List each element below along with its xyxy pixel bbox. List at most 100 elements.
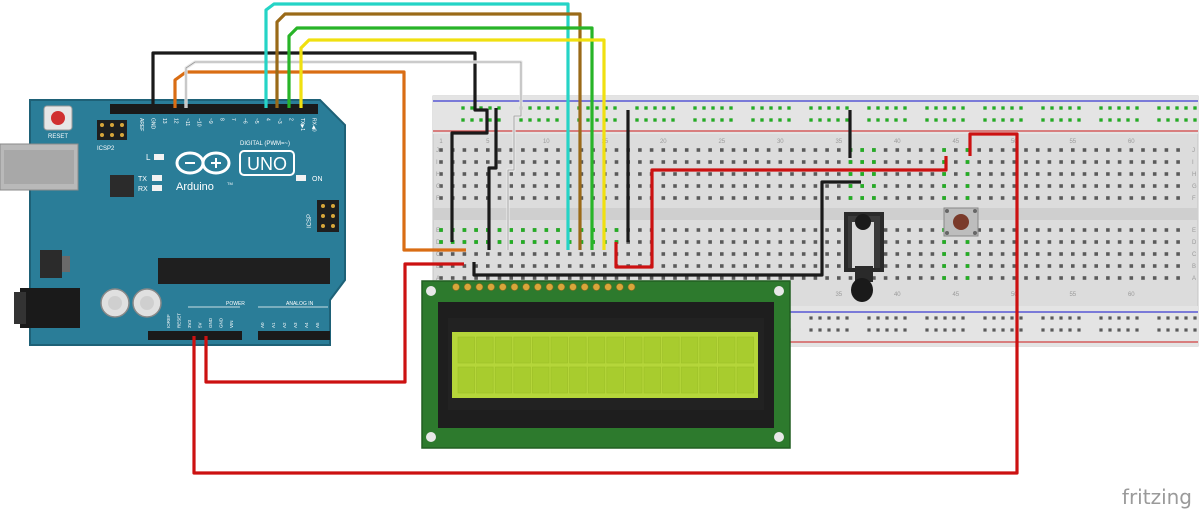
connected-hole bbox=[462, 228, 467, 232]
connected-rail-hole bbox=[1108, 106, 1112, 110]
on-led bbox=[296, 175, 306, 181]
breadboard-hole bbox=[673, 172, 677, 176]
connected-rail-hole bbox=[662, 106, 666, 110]
breadboard-hole bbox=[556, 264, 560, 268]
breadboard-hole bbox=[731, 196, 736, 200]
breadboard-hole bbox=[1000, 252, 1005, 256]
lcd-cell bbox=[625, 336, 643, 364]
breadboard-hole bbox=[1152, 148, 1157, 152]
breadboard-hole bbox=[1094, 264, 1098, 268]
connected-rail-hole bbox=[934, 118, 938, 122]
breadboard-hole bbox=[1012, 148, 1017, 152]
breadboard-hole bbox=[883, 240, 888, 244]
connected-rail-hole bbox=[952, 118, 956, 122]
digital-pin-label: 12 bbox=[173, 118, 179, 124]
breadboard-hole bbox=[1024, 264, 1028, 268]
breadboard-hole bbox=[954, 240, 958, 244]
breadboard-hole bbox=[696, 240, 701, 244]
connected-rail-hole bbox=[613, 118, 617, 122]
connected-rail-hole bbox=[1175, 106, 1179, 110]
rail-hole bbox=[903, 328, 907, 332]
connected-rail-hole bbox=[983, 118, 987, 122]
breadboard-hole bbox=[544, 276, 549, 280]
lcd-pin bbox=[475, 283, 484, 291]
connected-hole bbox=[848, 196, 853, 200]
connected-hole bbox=[848, 160, 853, 164]
connected-rail-hole bbox=[711, 106, 715, 110]
lcd-pin bbox=[604, 283, 612, 291]
rail-hole bbox=[1010, 316, 1014, 320]
breadboard-hole bbox=[1176, 160, 1180, 164]
breadboard-hole bbox=[532, 148, 537, 152]
breadboard-hole bbox=[720, 228, 724, 232]
breadboard-hole bbox=[743, 160, 747, 164]
breadboard-hole bbox=[1000, 228, 1005, 232]
breadboard-hole bbox=[954, 172, 958, 176]
breadboard-hole bbox=[731, 276, 736, 280]
rail-hole bbox=[1117, 316, 1121, 320]
breadboard-hole bbox=[614, 172, 619, 176]
breadboard-hole bbox=[743, 252, 747, 256]
connected-rail-hole bbox=[1068, 118, 1072, 122]
connected-rail-hole bbox=[519, 118, 523, 122]
breadboard-hole bbox=[649, 276, 654, 280]
breadboard-hole bbox=[708, 240, 712, 244]
rail-hole bbox=[1019, 328, 1023, 332]
breadboard-hole bbox=[696, 252, 701, 256]
connected-rail-hole bbox=[671, 118, 675, 122]
breadboard-hole bbox=[673, 264, 677, 268]
breadboard-hole bbox=[1106, 172, 1110, 176]
breadboard-hole bbox=[1059, 160, 1063, 164]
connected-rail-hole bbox=[1126, 106, 1130, 110]
potentiometer bbox=[844, 212, 884, 302]
breadboard-hole bbox=[930, 148, 935, 152]
connected-rail-hole bbox=[827, 118, 831, 122]
breadboard-hole bbox=[930, 252, 935, 256]
breadboard-hole bbox=[837, 160, 841, 164]
breadboard-hole bbox=[837, 172, 841, 176]
breadboard-hole bbox=[743, 264, 747, 268]
rail-hole bbox=[827, 328, 831, 332]
lcd-cell bbox=[736, 366, 754, 394]
lcd-pin bbox=[615, 283, 624, 291]
column-number: 45 bbox=[952, 139, 959, 145]
digital-pin-label: 7 bbox=[230, 118, 236, 121]
breadboard-hole bbox=[813, 196, 818, 200]
breadboard-hole bbox=[497, 252, 502, 256]
rail-hole bbox=[1099, 316, 1103, 320]
breadboard-hole bbox=[731, 228, 736, 232]
power-pin-label: 5V bbox=[198, 322, 203, 328]
breadboard-hole bbox=[591, 276, 595, 280]
breadboard-hole bbox=[930, 240, 935, 244]
breadboard-hole bbox=[661, 240, 666, 244]
lcd-pin bbox=[534, 283, 542, 291]
breadboard-hole bbox=[837, 148, 841, 152]
connected-hole bbox=[521, 228, 525, 232]
breadboard-hole bbox=[778, 148, 783, 152]
column-number: 50 bbox=[1011, 139, 1018, 145]
breadboard-hole bbox=[696, 196, 701, 200]
connected-rail-hole bbox=[809, 106, 813, 110]
breadboard-hole bbox=[1047, 196, 1052, 200]
digital-pin-label: 8 bbox=[219, 118, 225, 121]
breadboard-hole bbox=[1094, 184, 1098, 188]
breadboard-hole bbox=[1047, 184, 1052, 188]
breadboard-hole bbox=[813, 184, 818, 188]
connected-hole bbox=[965, 196, 970, 200]
breadboard-hole bbox=[439, 276, 443, 280]
breadboard-hole bbox=[930, 264, 935, 268]
breadboard-hole bbox=[638, 196, 642, 200]
breadboard-hole bbox=[532, 276, 537, 280]
breadboard-hole bbox=[813, 264, 818, 268]
row-letter: A bbox=[436, 276, 440, 282]
breadboard-hole bbox=[825, 252, 829, 256]
connected-hole bbox=[860, 184, 864, 188]
column-number: 55 bbox=[1069, 139, 1076, 145]
connected-rail-hole bbox=[1041, 118, 1045, 122]
rail-hole bbox=[1059, 328, 1063, 332]
wire-green bbox=[287, 26, 594, 250]
column-number: 30 bbox=[777, 139, 784, 145]
breadboard-hole bbox=[1129, 160, 1134, 164]
breadboard-hole bbox=[1082, 172, 1087, 176]
